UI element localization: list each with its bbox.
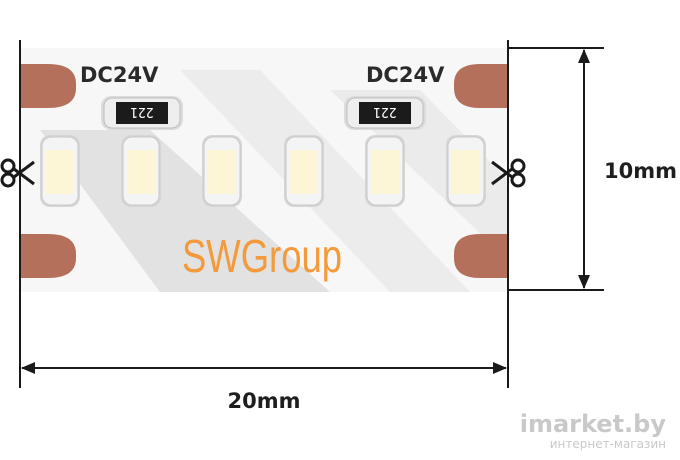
- resistor-left: 221: [101, 96, 183, 130]
- resistor-code-left: 221: [130, 104, 153, 119]
- led: [121, 135, 161, 207]
- led: [202, 135, 242, 207]
- shadow-band: [40, 70, 508, 292]
- led: [365, 135, 405, 207]
- width-label: 20mm: [228, 389, 301, 413]
- led-row: [40, 135, 486, 207]
- solder-pad-bottom-right: [454, 234, 508, 278]
- width-dimension: 20mm: [21, 362, 507, 413]
- cut-lines: [19, 40, 509, 388]
- voltage-label-left: DC24V: [80, 63, 159, 87]
- resistor-right: 221: [344, 96, 426, 130]
- voltage-label-right: DC24V: [366, 63, 445, 87]
- solder-pads: [20, 64, 508, 278]
- strip-body: [20, 48, 508, 292]
- resistor-code-right: 221: [373, 104, 396, 119]
- scissors-icon: [0, 158, 35, 188]
- solder-pad-top-left: [20, 64, 76, 108]
- height-dimension: 10mm: [508, 47, 677, 291]
- solder-pad-bottom-left: [20, 234, 76, 278]
- led: [40, 135, 80, 207]
- brand-logo: SWGroup: [182, 230, 342, 282]
- height-label: 10mm: [604, 159, 677, 183]
- watermark: imarket.by интернет-магазин: [520, 410, 667, 451]
- led: [446, 135, 486, 207]
- scissors-icon: [491, 158, 526, 188]
- led: [284, 135, 324, 207]
- solder-pad-top-right: [454, 64, 508, 108]
- watermark-main: imarket.by: [520, 410, 667, 438]
- watermark-sub: интернет-магазин: [550, 437, 666, 451]
